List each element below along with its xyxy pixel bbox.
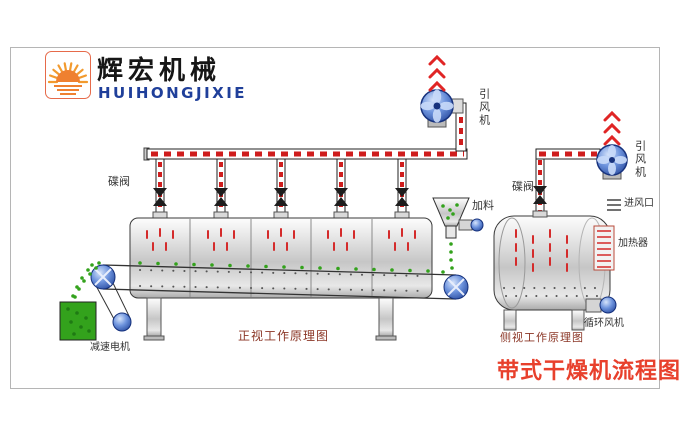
circulation-fan-label: 循环风机 bbox=[584, 318, 624, 329]
gear-motor-label: 减速电机 bbox=[90, 342, 130, 353]
dryer-legs-front bbox=[143, 297, 397, 341]
valve-risers-front bbox=[152, 158, 410, 220]
butterfly-valve-icons bbox=[153, 188, 409, 206]
gear-motor-icon bbox=[112, 312, 132, 332]
material-collection-box bbox=[59, 301, 97, 341]
steam-marks-front bbox=[146, 228, 416, 251]
dryer-body-side bbox=[493, 215, 611, 311]
air-inlet-icon bbox=[607, 199, 621, 211]
conveyor-belt bbox=[90, 264, 469, 332]
exhaust-arrows-side-icon bbox=[603, 110, 621, 146]
circulation-fan-icon bbox=[585, 296, 617, 314]
fan-label-front: 引风机 bbox=[477, 88, 491, 127]
induced-draft-fan-front-icon bbox=[420, 54, 464, 128]
company-name-cn: 辉宏机械 bbox=[97, 56, 222, 86]
fan-label-side: 引风机 bbox=[633, 140, 647, 179]
side-view-caption: 侧视工作原理图 bbox=[500, 331, 584, 344]
feed-label: 加料 bbox=[472, 199, 494, 212]
heater-icon bbox=[593, 225, 615, 271]
dryer-body-front bbox=[129, 217, 433, 299]
valve-label-front: 碟阀 bbox=[108, 175, 130, 188]
exhaust-arrows-front-icon bbox=[428, 54, 446, 92]
feed-hopper-icon bbox=[432, 197, 484, 270]
butterfly-valve-side-icon bbox=[533, 186, 547, 204]
sun-logo-icon bbox=[45, 51, 91, 99]
heater-label: 加热器 bbox=[618, 238, 648, 249]
company-name-en: HUIHONGJIXIE bbox=[98, 84, 248, 102]
diagram-title: 带式干燥机流程图 bbox=[497, 359, 682, 384]
air-inlet-label: 进风口 bbox=[624, 198, 654, 209]
exhaust-header-pipe-front bbox=[143, 102, 468, 161]
dryer-legs-side bbox=[503, 309, 585, 331]
front-view-caption: 正视工作原理图 bbox=[238, 329, 330, 343]
valve-label-side: 碟阀 bbox=[512, 180, 534, 193]
material-dots bbox=[64, 261, 445, 334]
steam-marks-side bbox=[515, 229, 568, 272]
induced-draft-fan-side-icon bbox=[596, 110, 628, 180]
